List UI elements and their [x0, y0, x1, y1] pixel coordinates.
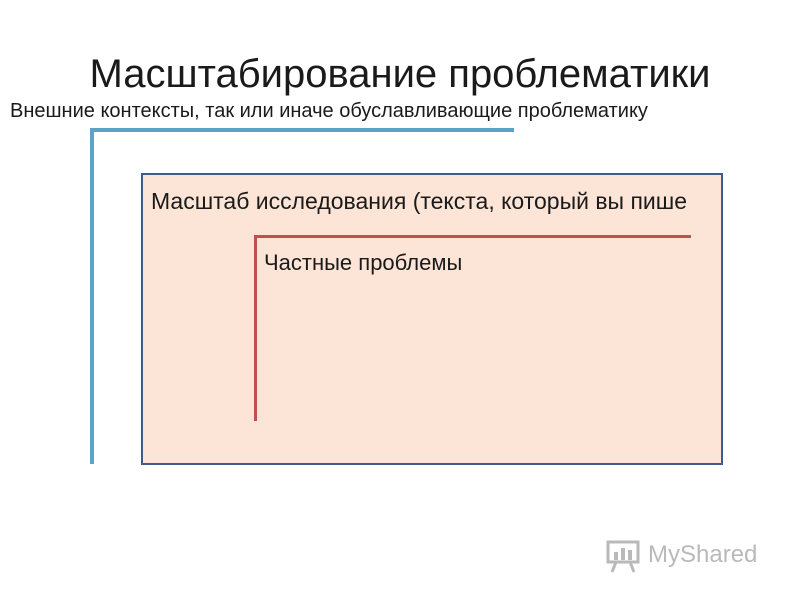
myshared-watermark: MyShared	[606, 538, 776, 574]
presentation-board-icon	[606, 540, 640, 573]
particular-problems-frame	[254, 235, 691, 421]
research-scope-label: Масштаб исследования (текста, который вы…	[151, 188, 688, 214]
outer-context-label: Внешние контексты, так или иначе обуслав…	[10, 100, 648, 122]
research-scope-box: Масштаб исследования (текста, который вы…	[141, 173, 723, 465]
slide-title: Масштабирование проблематики	[89, 52, 711, 96]
outer-context-frame	[90, 128, 514, 464]
particular-problems-label: Частные проблемы	[264, 250, 463, 275]
watermark-text: MyShared	[648, 541, 758, 568]
